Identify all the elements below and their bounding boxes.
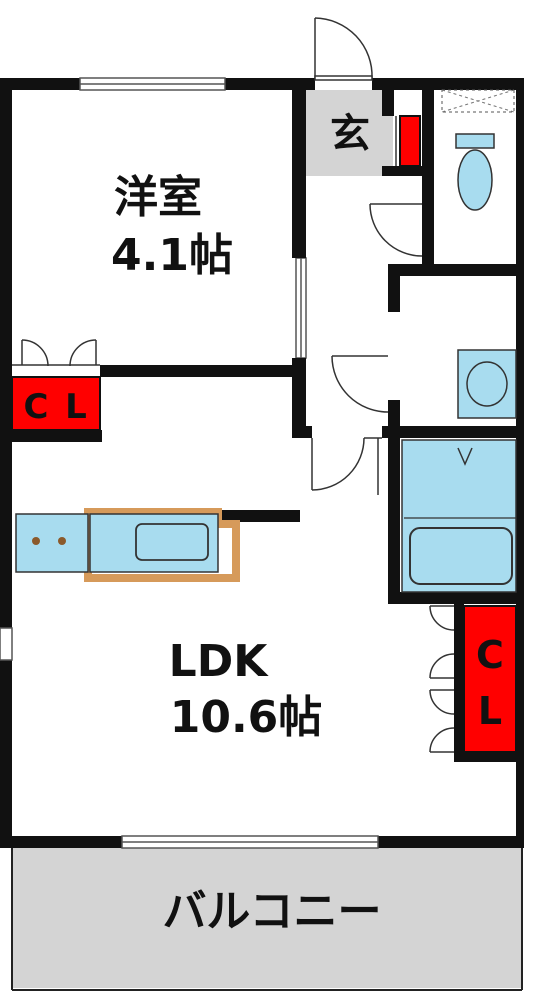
western-closet-doors [12,339,100,367]
bathtub-icon [409,527,513,585]
closet-left-l: L [65,387,87,427]
closet-left [11,376,101,431]
toilet-door [369,203,423,257]
washroom-door [331,355,389,413]
entrance-floor [305,90,393,176]
bathroom [401,439,517,593]
ldk-name: LDK [169,636,270,687]
western-room-size: 4.1帖 [111,230,233,281]
kitchen-counter [15,508,240,582]
right-closet-doors [429,605,455,753]
sink-icon [135,523,209,561]
toilet-area [441,89,515,211]
closet-right-c: C [476,633,504,677]
interior-walls [12,86,522,762]
balcony-floor [12,848,522,988]
closet-right-l: L [478,689,502,733]
closet-left-c: C [24,387,49,427]
stove-icon [15,513,89,573]
closet-right [463,605,517,753]
entrance-door [314,17,373,81]
toilet-icon [457,149,493,211]
western-room-name: 洋室 [114,172,202,223]
ldk-door [311,437,382,495]
balcony-label: バルコニー [162,886,381,937]
washbasin [457,349,517,419]
windows [0,77,379,849]
shoe-cabinet [399,115,421,167]
ldk-size: 10.6帖 [170,692,323,743]
entrance-label: 玄 [330,111,370,157]
